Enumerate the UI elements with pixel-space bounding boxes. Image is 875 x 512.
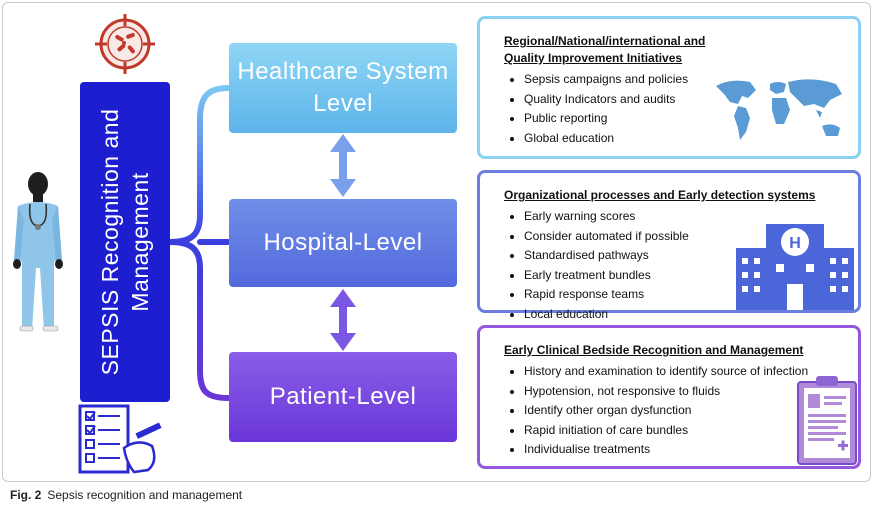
- list-item: Early treatment bundles: [524, 266, 858, 286]
- list-item: Early warning scores: [524, 207, 858, 227]
- svg-text:H: H: [789, 235, 801, 252]
- list-item: Hypotension, not responsive to fluids: [524, 382, 858, 402]
- patient-level-box: Patient-Level: [229, 352, 457, 442]
- list-item: Quality Indicators and audits: [524, 90, 858, 110]
- bullet-list: Sepsis campaigns and policies Quality In…: [504, 70, 858, 148]
- list-item: Individualise treatments: [524, 440, 858, 460]
- brace-connector: [167, 85, 231, 401]
- list-item: Consider automated if possible: [524, 227, 858, 247]
- sepsis-label: SEPSIS Recognition and Management: [97, 108, 153, 376]
- caption-text: Sepsis recognition and management: [47, 488, 243, 502]
- list-item: Local education: [524, 305, 858, 325]
- bullet-list: History and examination to identify sour…: [504, 362, 858, 460]
- checklist-icon: [78, 404, 162, 474]
- list-item: Global education: [524, 129, 858, 149]
- list-item: Rapid initiation of care bundles: [524, 421, 858, 441]
- bullet-list: Early warning scores Consider automated …: [504, 207, 858, 325]
- figure-frame: [2, 2, 871, 482]
- panel-title: Organizational processes and Early detec…: [504, 188, 816, 202]
- sepsis-recognition-box: SEPSIS Recognition and Management: [80, 82, 170, 402]
- healthcare-system-level-box: Healthcare System Level: [229, 43, 457, 133]
- world-map-icon: [716, 79, 842, 140]
- panel-title: Early Clinical Bedside Recognition and M…: [504, 343, 804, 357]
- clipboard-icon: [797, 376, 857, 465]
- double-arrow-top: [330, 134, 356, 197]
- list-item: Rapid response teams: [524, 285, 858, 305]
- list-item: Public reporting: [524, 109, 858, 129]
- list-item: Sepsis campaigns and policies: [524, 70, 858, 90]
- panel-title: Regional/National/international and Qual…: [504, 34, 706, 65]
- double-arrow-bottom: [330, 289, 356, 351]
- hospital-level-box: Hospital-Level: [229, 199, 457, 287]
- caption-label: Fig. 2: [10, 488, 42, 502]
- bacteria-target-icon: [95, 14, 155, 74]
- list-item: Identify other organ dysfunction: [524, 401, 858, 421]
- figure-caption: Fig. 2 Sepsis recognition and management: [10, 488, 242, 502]
- healthcare-initiatives-panel: Regional/National/international and Qual…: [477, 16, 861, 159]
- list-item: Standardised pathways: [524, 246, 858, 266]
- hospital-building-icon: H: [736, 224, 854, 310]
- doctor-figure-icon: [13, 172, 63, 332]
- list-item: History and examination to identify sour…: [524, 362, 858, 382]
